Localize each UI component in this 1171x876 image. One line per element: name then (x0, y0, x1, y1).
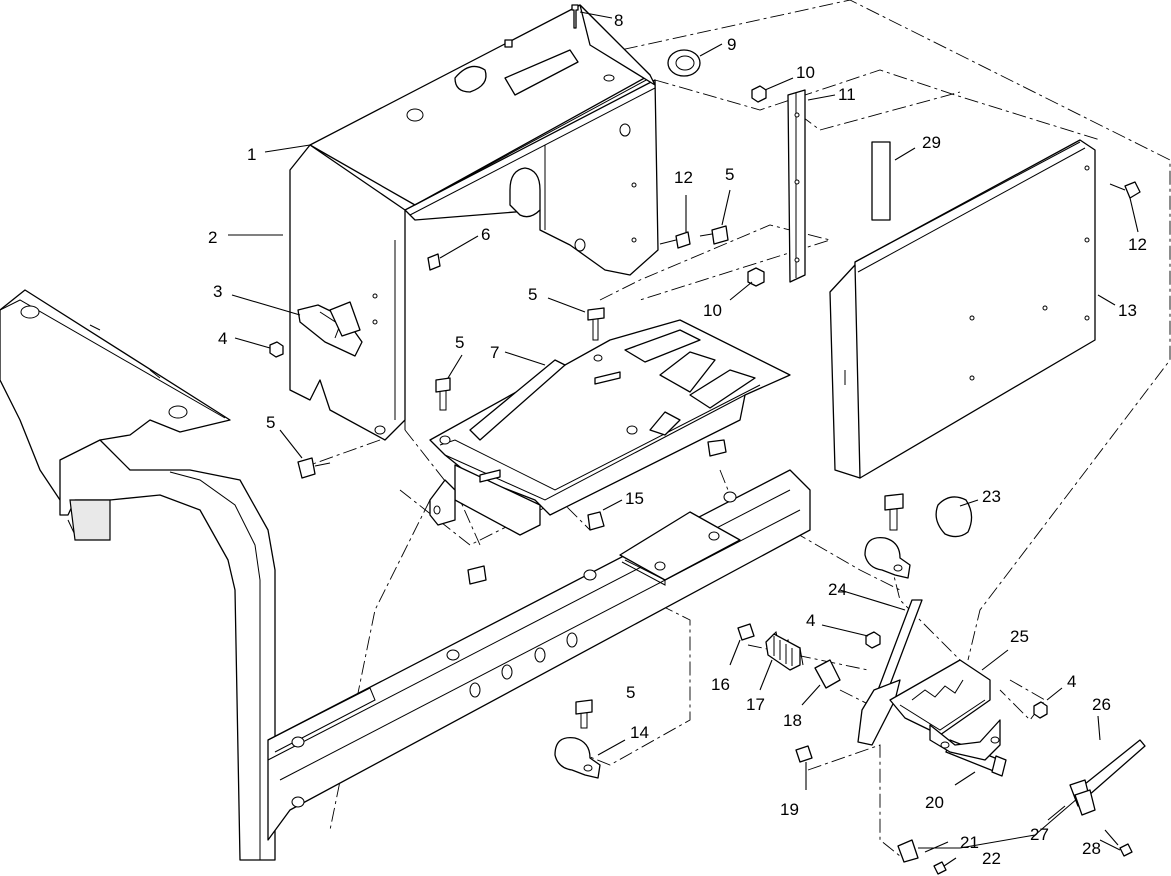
tray-hole (433, 505, 441, 515)
housing-side-hole (372, 319, 378, 325)
callout-16: 16 (711, 675, 730, 694)
callout-labels: 1 2 3 4 4 4 5 5 5 5 5 6 7 8 9 10 10 11 1… (208, 11, 1147, 868)
panel-hole (969, 375, 975, 381)
rail-hole (446, 649, 460, 661)
housing-side-hole (631, 182, 637, 188)
rail-hole (566, 632, 578, 648)
callout-7: 7 (490, 343, 499, 362)
frame-arm-hole (20, 305, 40, 319)
callout-27: 27 (1030, 825, 1049, 844)
mounting-tray (429, 319, 791, 536)
tray-hole (439, 435, 451, 445)
tray-hole (593, 354, 603, 362)
panel-hole (1042, 305, 1048, 311)
housing-side-hole (619, 123, 631, 137)
callout-2: 2 (208, 228, 217, 247)
callout-9: 9 (727, 35, 736, 54)
frame-arm-hole (168, 405, 188, 419)
rail-plate-hole (654, 561, 666, 571)
callout-17: 17 (746, 695, 765, 714)
housing-side-hole (574, 238, 586, 252)
rail-hole (723, 491, 737, 503)
shift-lever (857, 496, 973, 746)
callout-24: 24 (828, 580, 847, 599)
housing-side-hole (374, 425, 386, 435)
callout-26: 26 (1092, 695, 1111, 714)
callout-4: 4 (218, 329, 227, 348)
callout-4: 4 (1067, 672, 1076, 691)
callout-5: 5 (455, 333, 464, 352)
grommet (667, 49, 701, 77)
callout-20: 20 (925, 793, 944, 812)
rail-hole (291, 796, 305, 808)
callout-22: 22 (982, 849, 1001, 868)
bracket-hole (794, 257, 800, 263)
callout-13: 13 (1118, 301, 1137, 320)
panel-hole (1084, 237, 1090, 243)
callout-5: 5 (725, 165, 734, 184)
callout-5: 5 (266, 413, 275, 432)
bracket-hole (794, 179, 800, 185)
rail-hole (469, 682, 481, 698)
callout-3: 3 (213, 282, 222, 301)
housing-side-hole (372, 293, 378, 299)
housing-top-hole (406, 108, 424, 122)
frame-rail (267, 469, 811, 841)
panel-hole (1084, 165, 1090, 171)
callout-5: 5 (528, 285, 537, 304)
bracket-hole (794, 112, 800, 118)
housing-top-hole (603, 74, 615, 82)
spring (765, 631, 804, 671)
callout-8: 8 (614, 11, 623, 30)
callout-10: 10 (703, 301, 722, 320)
control-box-housing (289, 4, 659, 441)
callout-23: 23 (982, 487, 1001, 506)
side-bracket (787, 89, 806, 283)
callout-19: 19 (780, 800, 799, 819)
rail-hole (534, 647, 546, 663)
rail-hole (583, 569, 597, 581)
callout-6: 6 (481, 225, 490, 244)
callout-12: 12 (1128, 235, 1147, 254)
callout-11: 11 (838, 85, 856, 104)
side-panel (829, 139, 1096, 479)
callout-25: 25 (1010, 627, 1029, 646)
housing-side-hole (631, 237, 637, 243)
decal (871, 141, 891, 221)
callout-21: 21 (960, 833, 979, 852)
callout-29: 29 (922, 133, 941, 152)
control-cable (897, 739, 1146, 863)
callout-10: 10 (796, 63, 815, 82)
tray-hole (626, 425, 638, 435)
spacer (814, 659, 841, 689)
panel-hole (1084, 315, 1090, 321)
shift-plate (889, 659, 1001, 761)
callout-15: 15 (625, 489, 644, 508)
latch (297, 301, 363, 357)
callout-28: 28 (1082, 839, 1101, 858)
callout-18: 18 (783, 711, 802, 730)
rail-hole (291, 736, 305, 748)
callout-1: 1 (247, 145, 256, 164)
frame-arm (0, 289, 276, 861)
cable-clamps (554, 536, 911, 779)
callout-4: 4 (806, 611, 815, 630)
leader-lines (228, 11, 1139, 867)
callout-14: 14 (630, 723, 649, 742)
panel-hole (969, 315, 975, 321)
rail-plate-hole (708, 531, 720, 541)
callout-5: 5 (626, 683, 635, 702)
fasteners (269, 4, 1141, 875)
callout-12: 12 (674, 168, 693, 187)
rail-hole (501, 664, 513, 680)
